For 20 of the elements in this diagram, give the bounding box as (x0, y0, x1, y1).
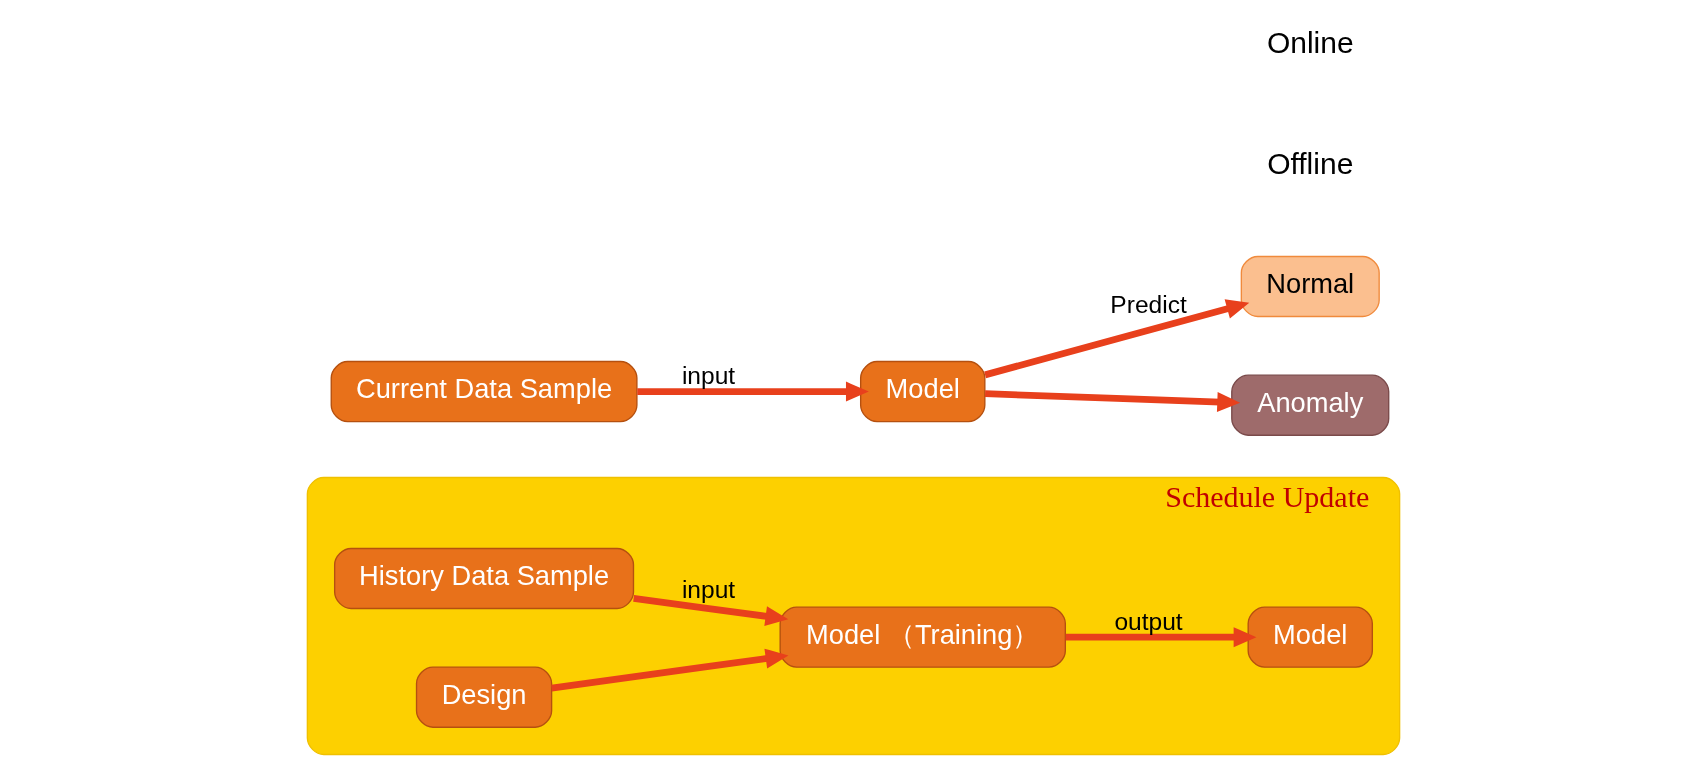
arrow (984, 299, 1250, 379)
edge-label: output (1114, 607, 1183, 635)
node-box: Anomaly (1231, 374, 1390, 436)
node-box: History Data Sample (334, 547, 635, 610)
arrow (551, 648, 789, 692)
node-box: Design (415, 666, 553, 728)
node-box: Model （Training） (779, 606, 1066, 668)
arrow (633, 595, 789, 627)
arrow (1065, 627, 1257, 648)
node-box: Model (1247, 606, 1373, 668)
edge-label: Predict (1110, 290, 1187, 318)
node-box: Current Data Sample (330, 360, 638, 423)
node-box: Normal (1240, 255, 1380, 318)
node-box: Model (860, 360, 986, 423)
label: Online (1266, 25, 1354, 59)
edge-label: input (681, 361, 736, 389)
label: Offline (1267, 147, 1354, 181)
edge-label: input (681, 576, 736, 604)
arrow (984, 390, 1241, 412)
arrow (637, 381, 869, 402)
